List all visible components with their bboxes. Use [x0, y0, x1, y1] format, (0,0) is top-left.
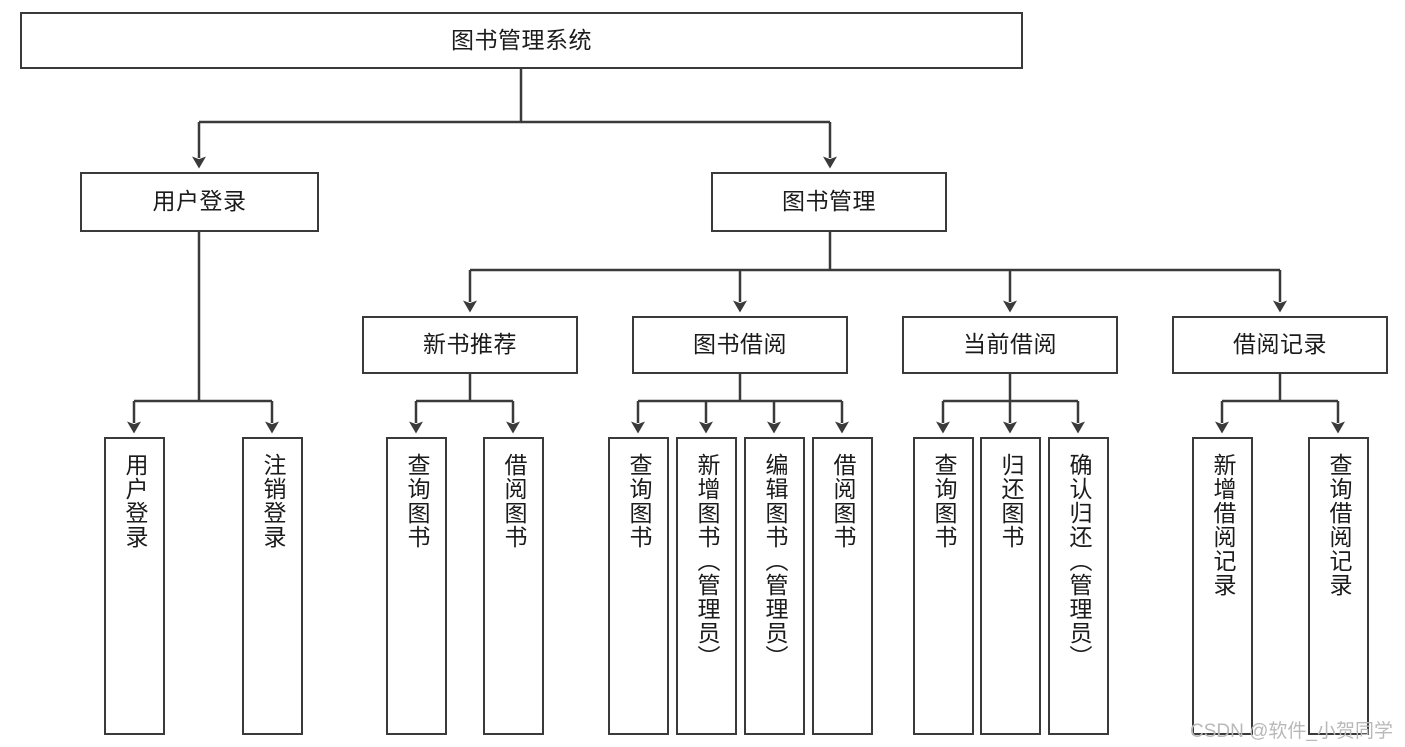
node-label: 图书管理 — [782, 188, 876, 215]
node-label: 借阅记录 — [1233, 331, 1327, 358]
node-label: 用户登录 — [121, 453, 148, 549]
leaf-query-book-borrow[interactable]: 查询图书 — [608, 437, 669, 735]
node-label: 新增图书（管理员） — [693, 453, 720, 669]
node-label: 用户登录 — [152, 188, 247, 215]
leaf-query-borrow-record[interactable]: 查询借阅记录 — [1308, 437, 1369, 735]
leaf-borrow-book-recommend[interactable]: 借阅图书 — [483, 437, 544, 735]
leaf-add-book-admin[interactable]: 新增图书（管理员） — [676, 437, 737, 735]
node-label: 查询借阅记录 — [1325, 453, 1352, 597]
node-label: 借阅图书 — [829, 453, 856, 549]
leaf-edit-book-admin[interactable]: 编辑图书（管理员） — [744, 437, 805, 735]
leaf-query-book-current[interactable]: 查询图书 — [913, 437, 974, 735]
node-label: 查询图书 — [930, 453, 957, 549]
node-book-borrow[interactable]: 图书借阅 — [632, 316, 848, 374]
node-book-management[interactable]: 图书管理 — [711, 172, 947, 232]
node-user-login[interactable]: 用户登录 — [80, 172, 319, 232]
leaf-confirm-return-admin[interactable]: 确认归还（管理员） — [1048, 437, 1109, 735]
node-label: 查询图书 — [403, 453, 430, 549]
node-label: 图书管理系统 — [451, 26, 592, 53]
leaf-add-borrow-record[interactable]: 新增借阅记录 — [1192, 437, 1253, 735]
node-label: 当前借阅 — [963, 331, 1057, 358]
node-label: 新书推荐 — [423, 331, 517, 358]
leaf-borrow-book[interactable]: 借阅图书 — [812, 437, 873, 735]
node-label: 新增借阅记录 — [1209, 453, 1236, 597]
leaf-return-book[interactable]: 归还图书 — [980, 437, 1041, 735]
node-label: 注销登录 — [259, 453, 286, 549]
node-label: 归还图书 — [997, 453, 1024, 549]
node-label: 确认归还（管理员） — [1065, 453, 1092, 669]
leaf-query-book-recommend[interactable]: 查询图书 — [386, 437, 447, 735]
node-label: 图书借阅 — [693, 331, 787, 358]
node-label: 查询图书 — [625, 453, 652, 549]
node-root-book-management-system[interactable]: 图书管理系统 — [20, 12, 1023, 69]
node-current-borrow[interactable]: 当前借阅 — [902, 316, 1118, 374]
node-new-book-recommend[interactable]: 新书推荐 — [362, 316, 578, 374]
leaf-logout-login[interactable]: 注销登录 — [242, 437, 303, 735]
leaf-user-login[interactable]: 用户登录 — [104, 437, 165, 735]
watermark: CSDN @软件_小贺同学 — [1190, 721, 1393, 742]
node-borrow-record[interactable]: 借阅记录 — [1172, 316, 1388, 374]
node-label: 编辑图书（管理员） — [761, 453, 788, 669]
node-label: 借阅图书 — [500, 453, 527, 549]
